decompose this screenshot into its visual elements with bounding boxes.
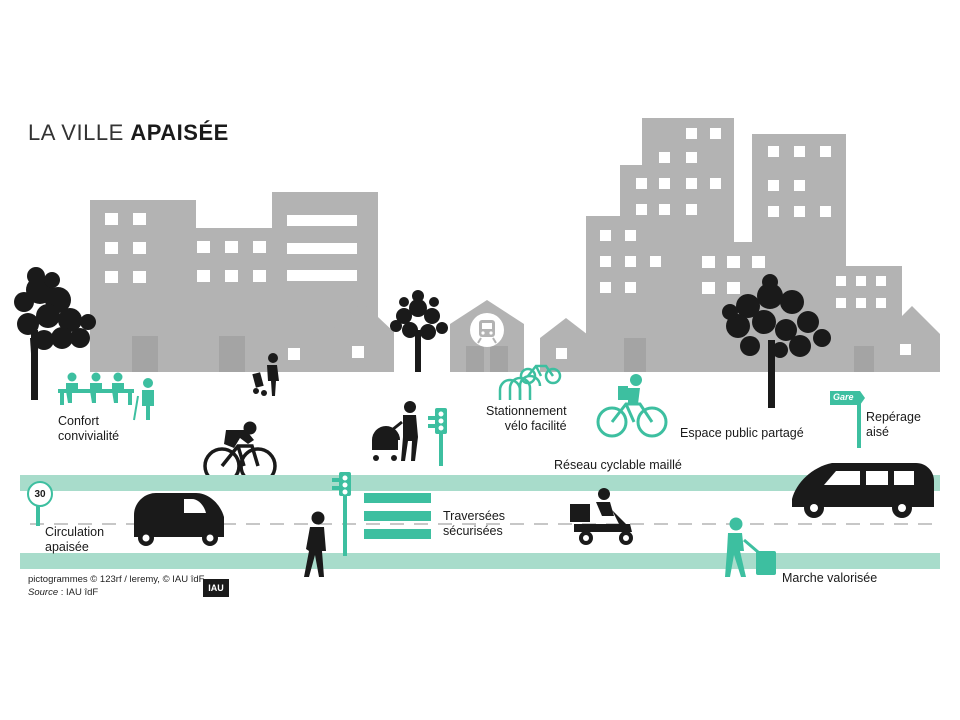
- van-icon: [792, 463, 934, 518]
- credits: pictogrammes © 123rf / leremy, © IAU îdF…: [28, 573, 204, 599]
- gare-sign-label: Gare: [833, 392, 854, 402]
- scooter-delivery-icon: [570, 488, 633, 545]
- building-windows: [105, 128, 911, 372]
- label-circulation: Circulation apaisée: [45, 525, 105, 554]
- house-1: [265, 316, 335, 372]
- credits-line: pictogrammes © 123rf / leremy, © IAU îdF: [28, 574, 205, 585]
- bench-group-icon: [58, 372, 154, 421]
- tree-center: [390, 290, 448, 372]
- buildings: [90, 118, 940, 372]
- house-4: [884, 306, 940, 372]
- label-stationnement: Stationnement vélo facilité: [486, 404, 567, 433]
- source-line: Source : IAU îdF: [28, 586, 204, 599]
- label-traversees: Traversées sécurisées: [443, 509, 506, 538]
- title-bold: APAISÉE: [130, 120, 229, 145]
- bike-lane-top: [20, 475, 940, 491]
- road-traffic-light-icon: [332, 472, 351, 556]
- small-car-icon: [134, 493, 224, 546]
- bike-lane-bottom: [20, 553, 940, 569]
- speed-limit-icon: 30: [27, 481, 53, 507]
- source-value: : IAU îdF: [58, 587, 99, 598]
- speed-limit-value: 30: [34, 488, 46, 500]
- teal-cyclist-icon: [596, 374, 668, 438]
- page-title: LA VILLE APAISÉE: [28, 120, 229, 146]
- gare-signpost: [830, 391, 865, 448]
- walker-with-luggage-icon: [725, 517, 776, 577]
- person-with-trolley-icon: [252, 353, 279, 396]
- train-icon: [470, 313, 504, 347]
- label-reperage: Repérage aisé: [866, 410, 921, 439]
- crosswalk: [364, 493, 431, 539]
- pedestrian-icon: [304, 511, 326, 577]
- tree-right: [722, 274, 831, 408]
- house-3: [540, 318, 592, 372]
- house-2: [330, 302, 394, 372]
- title-light: LA VILLE: [28, 120, 131, 145]
- person-with-pram-icon: [372, 401, 418, 461]
- label-espace-public: Espace public partagé: [680, 426, 804, 440]
- label-reseau-cyclable: Réseau cyclable maillé: [554, 458, 682, 472]
- source-label: Source: [28, 587, 59, 598]
- cyclist-icon: [203, 421, 277, 485]
- bike-parking-icon: [498, 364, 562, 400]
- speed-limit-sign: [36, 500, 40, 526]
- label-marche: Marche valorisée: [782, 571, 878, 585]
- traffic-light-icon: [428, 408, 447, 466]
- iau-logo: IAU: [203, 579, 229, 597]
- label-confort: Confort convivialité: [58, 414, 120, 443]
- tree-left: [14, 267, 96, 400]
